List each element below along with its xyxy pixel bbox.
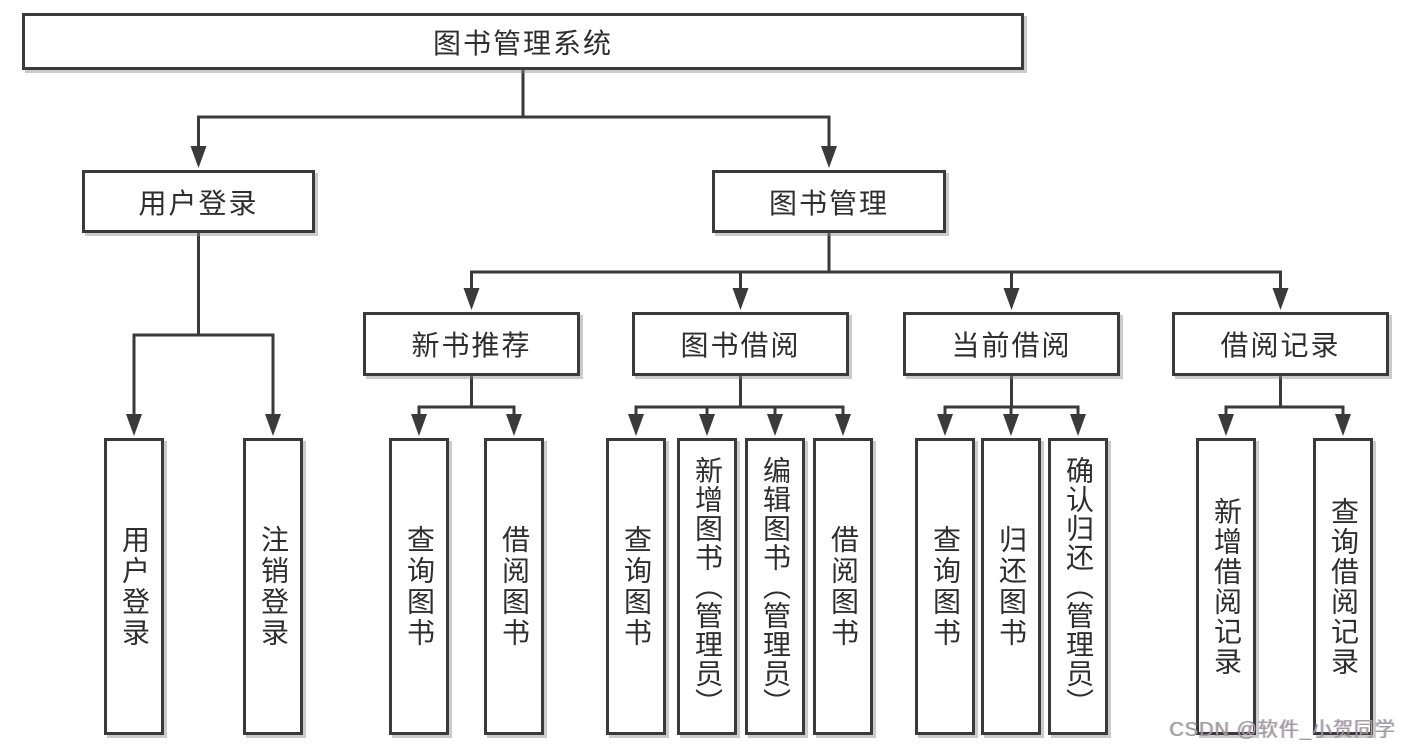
- section-node-borrowing-records: 借阅记录: [1172, 312, 1389, 376]
- csdn-watermark: CSDN @软件_小贺同学: [1169, 719, 1396, 741]
- leaf-label: 编辑图书（管理员）: [760, 456, 791, 717]
- connector-root-to-level2: [198, 70, 829, 119]
- leaf-node-return-books: 归还图书: [981, 438, 1041, 735]
- section-node-current-borrowing: 当前借阅: [903, 312, 1120, 376]
- leaf-label: 借阅图书: [828, 524, 859, 649]
- section-node-new-book-recommendation: 新书推荐: [363, 312, 580, 376]
- leaf-node-borrow-books-2: 借阅图书: [813, 438, 873, 735]
- leaf-node-query-borrow-record: 查询借阅记录: [1313, 438, 1373, 735]
- leaf-label: 注销登录: [258, 524, 289, 649]
- leaf-node-borrow-books: 借阅图书: [484, 438, 544, 735]
- leaf-node-logout-login: 注销登录: [243, 438, 303, 735]
- leaf-label: 查询图书: [621, 524, 652, 649]
- leaf-node-query-books: 查询图书: [389, 438, 449, 735]
- leaf-label: 查询借阅记录: [1328, 496, 1359, 677]
- branch-node-book-management: 图书管理: [712, 170, 946, 233]
- connector-user-login-group: [132, 233, 275, 418]
- leaf-label: 用户登录: [119, 524, 150, 649]
- connector-level2-arrow-shafts: [197, 115, 831, 150]
- leaf-label: 借阅图书: [499, 524, 530, 649]
- leaf-node-edit-books-admin: 编辑图书（管理员）: [745, 438, 805, 735]
- leaf-node-query-books-3: 查询图书: [915, 438, 975, 735]
- leaf-label: 确认归还（管理员）: [1063, 456, 1094, 717]
- leaf-node-add-books-admin: 新增图书（管理员）: [677, 438, 737, 735]
- leaf-node-user-login: 用户登录: [104, 438, 164, 735]
- section-node-book-borrowing: 图书借阅: [632, 312, 849, 376]
- leaf-label: 归还图书: [996, 524, 1027, 649]
- leaf-label: 新增图书（管理员）: [692, 456, 723, 717]
- leaf-node-query-books-2: 查询图书: [606, 438, 666, 735]
- leaf-label: 查询图书: [930, 524, 961, 649]
- leaf-label: 查询图书: [404, 524, 435, 649]
- connector-level3: [470, 233, 1282, 292]
- leaf-node-add-borrow-record: 新增借阅记录: [1196, 438, 1256, 735]
- connector-leaf-arrow-shafts: [417, 405, 1345, 418]
- arrowheads: [126, 146, 1351, 436]
- connector-section-stems: [470, 376, 1282, 407]
- branch-node-user-login: 用户登录: [82, 170, 315, 233]
- root-node: 图书管理系统: [22, 13, 1024, 70]
- leaf-label: 新增借阅记录: [1211, 496, 1242, 677]
- leaf-node-confirm-return-admin: 确认归还（管理员）: [1048, 438, 1108, 735]
